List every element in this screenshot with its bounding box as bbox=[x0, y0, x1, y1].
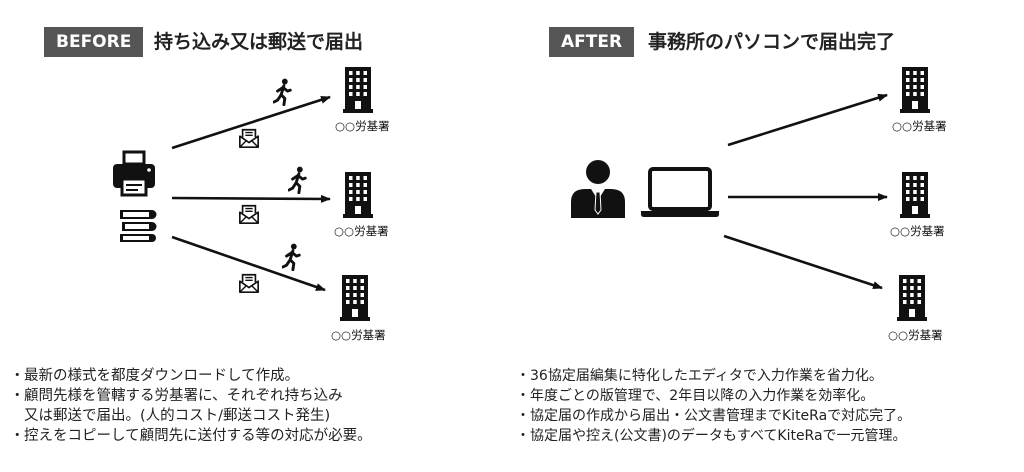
before-office-label-top: ○○労基署 bbox=[335, 119, 390, 133]
after-badge: AFTER bbox=[549, 27, 635, 57]
after-note-item: ・協定届や控え(公文書)のデータもすべてKiteRaで一元管理。 bbox=[516, 426, 911, 446]
before-note-text: 最新の様式を都度ダウンロードして作成。 bbox=[24, 368, 300, 384]
office-building-icon bbox=[900, 67, 930, 113]
before-note-text: 控えをコピーして顧問先に送付する等の対応が必要。 bbox=[24, 428, 372, 444]
envelope-letter-icon bbox=[239, 273, 259, 293]
after-note-text: 年度ごとの版管理で、2年目以降の入力作業を効率化。 bbox=[530, 388, 875, 404]
before-arrow-middle bbox=[171, 194, 331, 203]
after-office-label-bottom: ○○労基署 bbox=[888, 328, 943, 342]
walking-person-icon bbox=[288, 166, 307, 194]
after-note-item: ・36協定届編集に特化したエディタで入力作業を省力化。 bbox=[516, 366, 911, 386]
before-heading: 持ち込み又は郵送で届出 bbox=[154, 31, 364, 53]
after-notes-list: ・36協定届編集に特化したエディタで入力作業を省力化。 ・年度ごとの版管理で、2… bbox=[516, 366, 911, 446]
before-office-label-bottom: ○○労基署 bbox=[331, 328, 386, 342]
after-note-text: 協定届の作成から届出・公文書管理までKiteRaで対応完了。 bbox=[530, 408, 912, 424]
bullet: ・ bbox=[516, 428, 530, 444]
bullet: ・ bbox=[516, 368, 530, 384]
office-building-icon bbox=[900, 172, 930, 218]
after-note-text: 36協定届編集に特化したエディタで入力作業を省力化。 bbox=[530, 368, 883, 384]
bullet: ・ bbox=[10, 368, 25, 384]
office-building-icon bbox=[343, 67, 373, 113]
bullet: ・ bbox=[10, 428, 25, 444]
before-arrow-top bbox=[171, 95, 331, 150]
books-stack-icon bbox=[120, 210, 157, 242]
before-note-item: ・控えをコピーして顧問先に送付する等の対応が必要。 bbox=[10, 426, 372, 446]
envelope-letter-icon bbox=[239, 204, 259, 224]
before-notes-list: ・最新の様式を都度ダウンロードして作成。 ・顧問先様を管轄する労基署に、それぞれ… bbox=[10, 366, 372, 446]
before-note-item: ・最新の様式を都度ダウンロードして作成。 bbox=[10, 366, 372, 386]
laptop-icon bbox=[641, 167, 719, 217]
before-note-text: 顧問先様を管轄する労基署に、それぞれ持ち込み bbox=[24, 388, 343, 404]
bullet: ・ bbox=[10, 388, 25, 404]
before-badge: BEFORE bbox=[44, 27, 144, 57]
before-note-item: ・顧問先様を管轄する労基署に、それぞれ持ち込み bbox=[10, 386, 372, 406]
after-arrow-bottom bbox=[723, 234, 883, 290]
printer-icon bbox=[113, 150, 155, 197]
walking-person-icon bbox=[273, 78, 292, 106]
before-arrow-bottom bbox=[171, 235, 326, 292]
walking-person-icon bbox=[282, 243, 301, 271]
after-arrow-top bbox=[727, 93, 888, 147]
bullet: ・ bbox=[516, 388, 530, 404]
office-building-icon bbox=[340, 275, 370, 321]
businessperson-icon bbox=[571, 160, 625, 218]
after-note-item: ・年度ごとの版管理で、2年目以降の入力作業を効率化。 bbox=[516, 386, 911, 406]
before-office-label-middle: ○○労基署 bbox=[334, 224, 389, 238]
bullet: ・ bbox=[516, 408, 530, 424]
after-heading: 事務所のパソコンで届出完了 bbox=[648, 31, 896, 53]
before-note-text: 又は郵送で届出。(人的コスト/郵送コスト発生) bbox=[24, 408, 331, 424]
office-building-icon bbox=[343, 172, 373, 218]
after-note-text: 協定届や控え(公文書)のデータもすべてKiteRaで一元管理。 bbox=[530, 428, 907, 444]
office-building-icon bbox=[897, 275, 927, 321]
after-office-label-top: ○○労基署 bbox=[892, 119, 947, 133]
envelope-letter-icon bbox=[239, 128, 259, 148]
after-note-item: ・協定届の作成から届出・公文書管理までKiteRaで対応完了。 bbox=[516, 406, 911, 426]
after-office-label-middle: ○○労基署 bbox=[890, 224, 945, 238]
before-note-continuation: 又は郵送で届出。(人的コスト/郵送コスト発生) bbox=[10, 406, 372, 426]
